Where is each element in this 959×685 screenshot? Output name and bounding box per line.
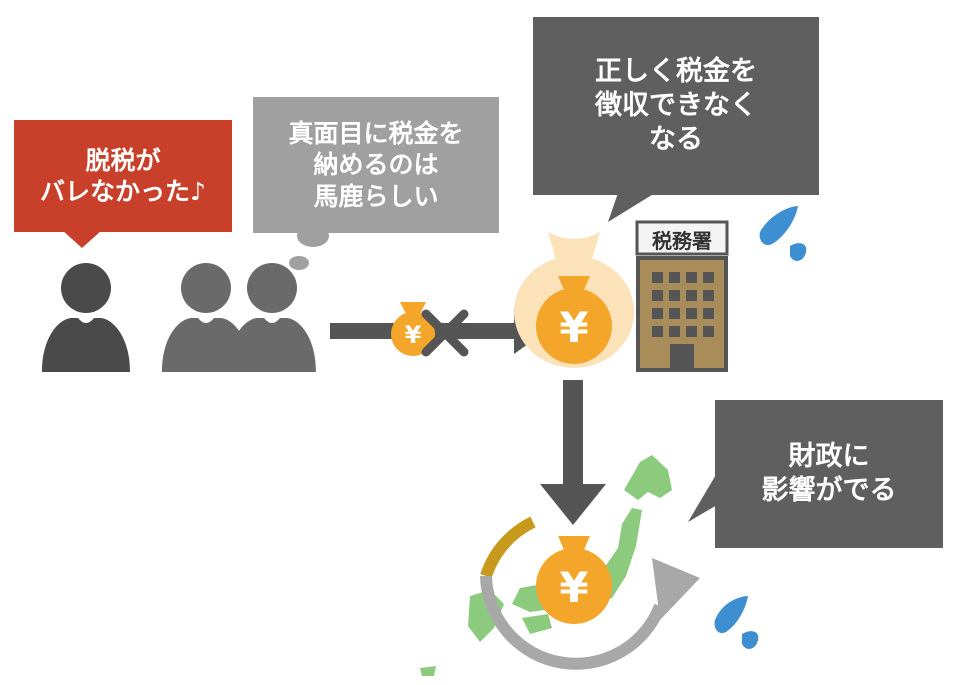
person-icon xyxy=(228,263,316,372)
speech-box-finance: 財政に 影響がでる xyxy=(715,400,943,548)
arrow-head xyxy=(652,558,700,620)
speech-line: 脱税が xyxy=(85,145,161,175)
speech-box-tax-evader: 脱税が バレなかった♪ xyxy=(14,120,232,232)
building-icon: 税務署 xyxy=(635,220,729,372)
money-bag-icon: ¥ xyxy=(391,302,435,356)
cross-icon xyxy=(421,309,469,357)
speech-box-honest-taxpayers: 真面目に税金を 納めるのは 馬鹿らしい xyxy=(253,97,499,233)
arrow-head xyxy=(540,484,606,525)
cycle-arrow-icon xyxy=(480,575,666,670)
speech-tail xyxy=(688,473,717,522)
speech-tail xyxy=(608,193,655,222)
yen-symbol: ¥ xyxy=(405,321,422,349)
thought-bubble xyxy=(289,256,309,270)
person-icon xyxy=(42,263,130,372)
arrow-shaft xyxy=(563,380,583,486)
speech-box-tax-office: 正しく税金を 徴収できなく なる xyxy=(533,17,819,195)
money-bag-icon: ¥ xyxy=(536,536,612,624)
sweat-drop-icon xyxy=(759,206,807,261)
speech-line: バレなかった♪ xyxy=(40,177,206,206)
speech-tail xyxy=(62,230,102,248)
speech-line: 正しく税金を xyxy=(595,56,757,88)
speech-line: 影響がでる xyxy=(761,475,897,506)
speech-line: 納めるのは xyxy=(313,150,439,180)
cycle-arrow-icon xyxy=(480,516,536,578)
yen-symbol: ¥ xyxy=(559,563,588,612)
yen-symbol: ¥ xyxy=(559,303,588,352)
speech-line: 真面目に税金を xyxy=(288,119,464,149)
speech-line: 徴収できなく xyxy=(595,90,757,122)
speech-line: 財政に xyxy=(788,441,870,473)
speech-line: なる xyxy=(649,123,703,155)
tax-office-label: 税務署 xyxy=(652,229,712,253)
money-bag-icon: ¥ xyxy=(536,276,612,364)
speech-line: 馬鹿らしい xyxy=(313,181,439,211)
thought-bubble xyxy=(297,225,329,247)
sweat-drop-icon xyxy=(714,596,759,649)
